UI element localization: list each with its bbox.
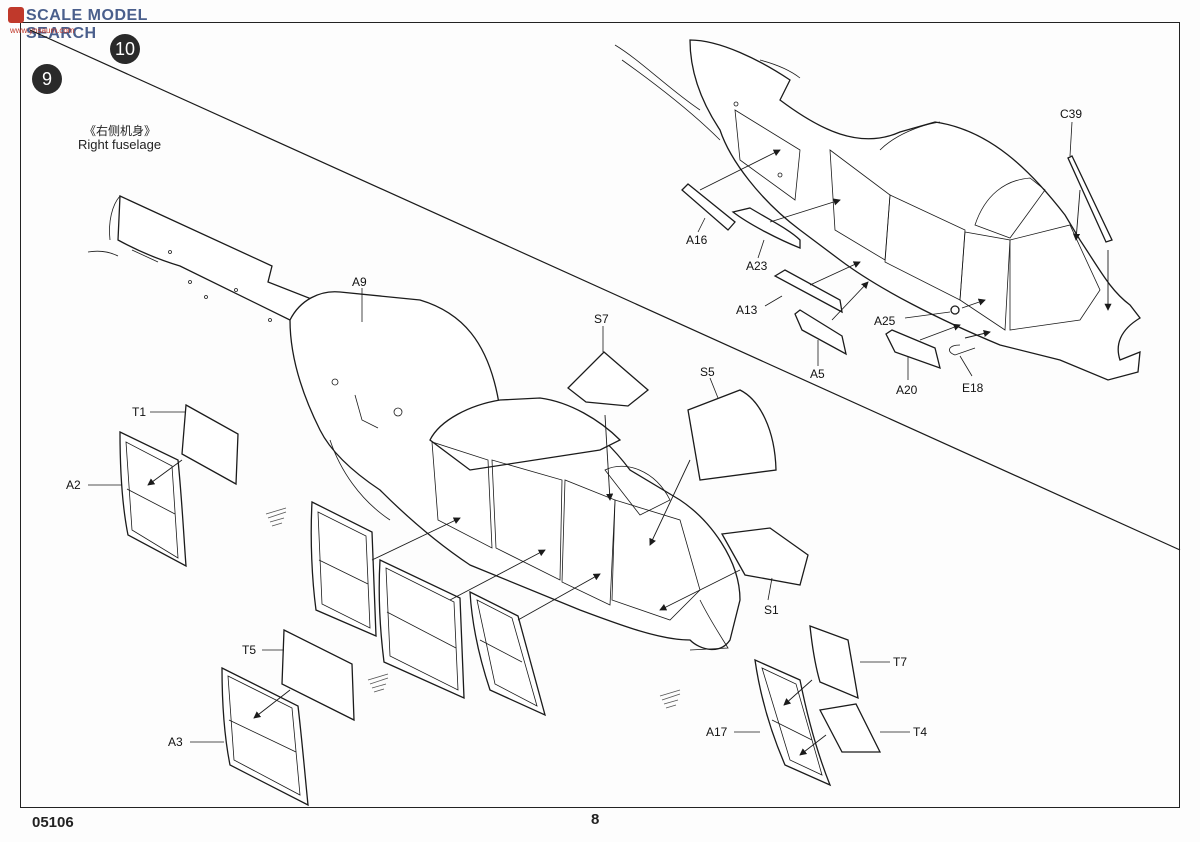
label-a5: A5: [810, 367, 825, 381]
step-badge-10: 10: [110, 34, 140, 64]
section-title-en: Right fuselage: [78, 137, 162, 152]
part-a2: [119, 430, 187, 568]
label-a17: A17: [706, 725, 728, 739]
part-a16: [681, 183, 736, 231]
callout-leaders: [88, 121, 1073, 743]
part-s5: [687, 389, 777, 481]
part-door-3: [469, 590, 546, 717]
catalog-number: 05106: [32, 814, 74, 831]
watermark-text: SCALE MODEL SEARCH: [26, 7, 148, 42]
main-fuselage: [87, 195, 741, 651]
part-a5: [794, 309, 847, 356]
part-t7: [809, 625, 859, 700]
part-a17: [754, 658, 832, 787]
label-c39: C39: [1060, 107, 1082, 121]
part-door-1: [310, 500, 377, 638]
part-c39: [1067, 155, 1113, 311]
part-a3: [221, 666, 309, 807]
label-t5: T5: [242, 643, 256, 657]
label-a16: A16: [686, 233, 708, 247]
label-t7: T7: [893, 655, 907, 669]
part-labels: T1 A2 A9 S7 S5 S1 T5 A3 T7 A17 T4 A16 A2…: [66, 107, 1082, 749]
page-number: 8: [591, 811, 600, 828]
step-divider-line: [29, 29, 1181, 551]
watermark-icon: [8, 7, 24, 23]
label-e18: E18: [962, 381, 984, 395]
nose-section: [614, 39, 1141, 381]
part-door-2: [378, 558, 465, 700]
part-a25: [950, 298, 986, 315]
page-frame: [20, 22, 1180, 808]
watermark-logo: SCALE MODEL SEARCH www.ynsaum.com: [4, 4, 164, 42]
part-e18: [949, 329, 991, 356]
label-s7: S7: [594, 312, 609, 326]
label-s5: S5: [700, 365, 715, 379]
part-a23: [731, 207, 801, 249]
label-a13: A13: [736, 303, 758, 317]
part-t4: [819, 703, 882, 753]
section-title-cn: 《右侧机身》: [84, 124, 157, 138]
label-s1: S1: [764, 603, 779, 617]
part-s7: [567, 351, 650, 407]
label-a23: A23: [746, 259, 768, 273]
label-t4: T4: [913, 725, 927, 739]
part-t5: [281, 628, 355, 722]
label-a20: A20: [896, 383, 918, 397]
label-a3: A3: [168, 735, 183, 749]
step-badge-9: 9: [32, 64, 62, 94]
label-t1: T1: [132, 405, 146, 419]
part-t1: [181, 403, 239, 486]
hatch-marks: [265, 507, 681, 709]
label-a25: A25: [874, 314, 896, 328]
part-a20: [885, 329, 941, 370]
part-s1: [720, 527, 809, 586]
label-a9: A9: [352, 275, 367, 289]
watermark-subtext: www.ynsaum.com: [10, 26, 75, 35]
part-a13: [773, 269, 843, 314]
label-a2: A2: [66, 478, 81, 492]
